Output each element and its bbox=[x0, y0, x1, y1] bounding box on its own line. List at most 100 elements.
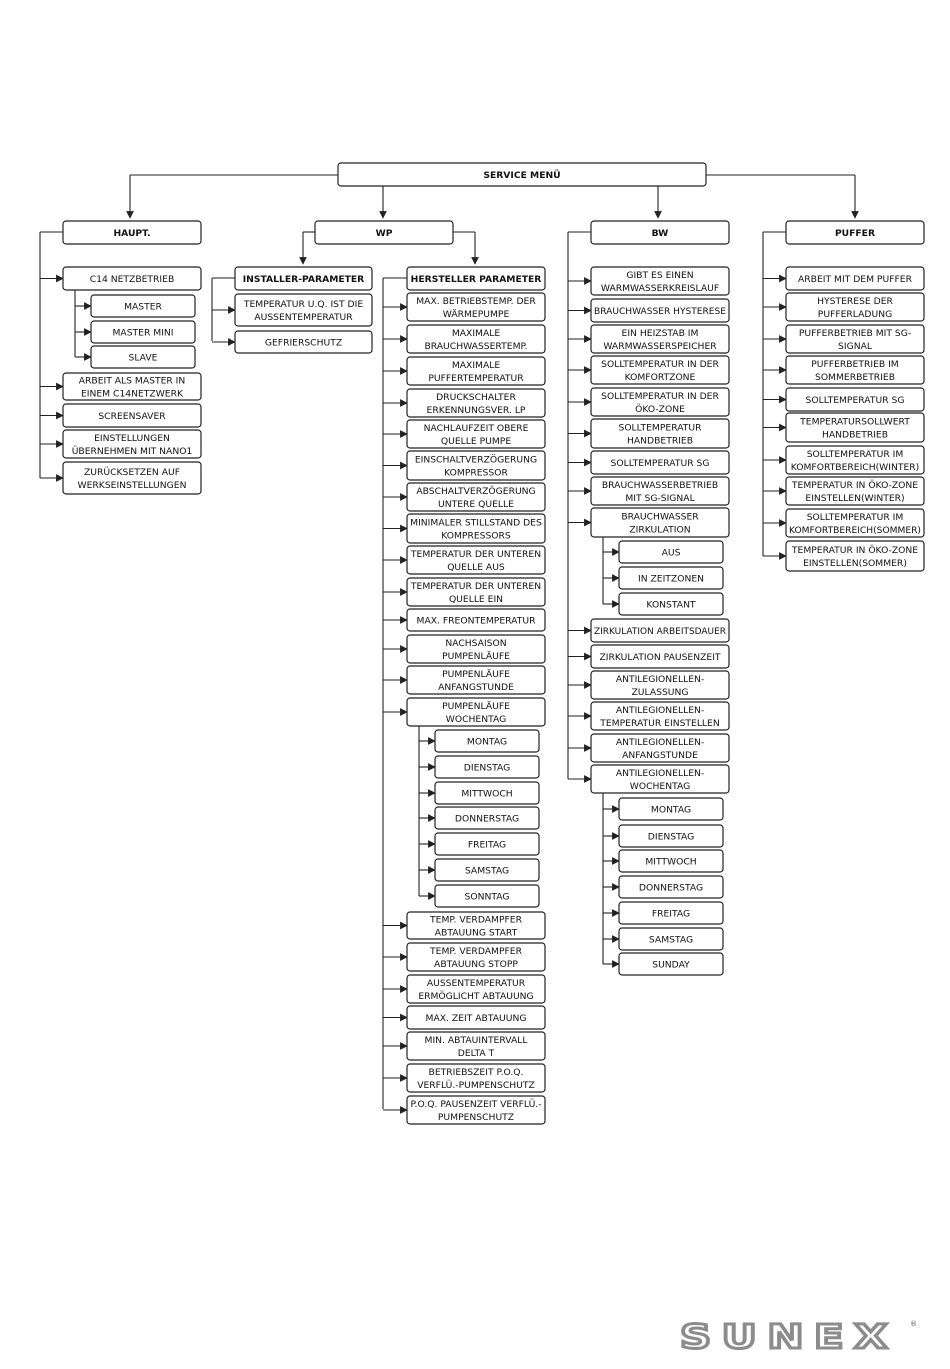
menu-label: WARMWASSERSPEICHER bbox=[603, 341, 717, 352]
menu-item-p-o-q-pausenzeit-verflue-pumpenschutz[interactable]: P.O.Q. PAUSENZEIT VERFLÜ.-PUMPENSCHUTZ bbox=[406, 1095, 546, 1125]
menu-box bbox=[434, 729, 540, 753]
sub-item-montag[interactable]: MONTAG bbox=[434, 729, 540, 753]
menu-label: WÄRMEPUMPE bbox=[443, 309, 510, 320]
menu-label: BRAUCHWASSER HYSTERESE bbox=[594, 306, 726, 317]
menu-item-max-freontemperatur[interactable]: MAX. FREONTEMPERATUR bbox=[406, 608, 546, 632]
menu-label: KOMFORTZONE bbox=[625, 372, 696, 383]
menu-label: MAX. ZEIT ABTAUUNG bbox=[426, 1013, 527, 1024]
menu-label: GIBT ES EINEN bbox=[626, 270, 693, 281]
menu-item-antilegionellen-anfangstunde[interactable]: ANTILEGIONELLEN-ANFANGSTUNDE bbox=[590, 733, 730, 763]
column-bw[interactable]: BW bbox=[590, 220, 730, 245]
menu-item-solltemperatur-sg[interactable]: SOLLTEMPERATUR SG bbox=[590, 450, 730, 475]
menu-box bbox=[406, 419, 546, 449]
menu-item-max-zeit-abtauung[interactable]: MAX. ZEIT ABTAUUNG bbox=[406, 1005, 546, 1030]
sub-item-mittwoch[interactable]: MITTWOCH bbox=[434, 781, 540, 805]
sub-item-sunday[interactable]: SUNDAY bbox=[618, 952, 724, 976]
menu-item-brauchwasser-hysterese[interactable]: BRAUCHWASSER HYSTERESE bbox=[590, 298, 730, 323]
column-wp[interactable]: WP bbox=[314, 220, 454, 245]
menu-item-betriebszeit-p-o-q-verflue-pumpenschutz[interactable]: BETRIEBSZEIT P.O.Q.VERFLÜ.-PUMPENSCHUTZ bbox=[406, 1063, 546, 1093]
menu-label: SOLLTEMPERATUR SG bbox=[806, 395, 905, 406]
menu-item-c14-netzbetrieb[interactable]: C14 NETZBETRIEB bbox=[62, 266, 202, 291]
root-service-menue[interactable]: SERVICE MENÜ bbox=[337, 162, 707, 187]
group-hersteller-parameter[interactable]: HERSTELLER PARAMETER bbox=[406, 266, 546, 291]
menu-box bbox=[590, 220, 730, 245]
column-puffer[interactable]: PUFFER bbox=[785, 220, 925, 245]
menu-box bbox=[90, 345, 196, 369]
group-installer-parameter[interactable]: INSTALLER-PARAMETER bbox=[234, 266, 373, 291]
sub-item-master-mini[interactable]: MASTER MINI bbox=[90, 320, 196, 344]
sub-item-mittwoch[interactable]: MITTWOCH bbox=[618, 849, 724, 873]
sub-item-donnerstag[interactable]: DONNERSTAG bbox=[618, 875, 724, 899]
sub-item-freitag[interactable]: FREITAG bbox=[618, 901, 724, 925]
menu-item-solltemperatur-sg[interactable]: SOLLTEMPERATUR SG bbox=[785, 387, 925, 412]
menu-label: EIN HEIZSTAB IM bbox=[622, 328, 699, 339]
sub-item-konstant[interactable]: KONSTANT bbox=[618, 592, 724, 616]
menu-item-zirkulation-arbeitsdauer[interactable]: ZIRKULATION ARBEITSDAUER bbox=[590, 618, 730, 643]
menu-item-antilegionellen-temperatur-einstellen[interactable]: ANTILEGIONELLEN-TEMPERATUR EINSTELLEN bbox=[590, 701, 730, 731]
sub-item-montag[interactable]: MONTAG bbox=[618, 797, 724, 821]
menu-box bbox=[618, 592, 724, 616]
menu-box bbox=[785, 266, 925, 291]
menu-item-zirkulation-pausenzeit[interactable]: ZIRKULATION PAUSENZEIT bbox=[590, 644, 730, 669]
menu-item-gefrierschutz[interactable]: GEFRIERSCHUTZ bbox=[234, 330, 373, 354]
menu-item-arbeit-mit-dem-puffer[interactable]: ARBEIT MIT DEM PUFFER bbox=[785, 266, 925, 291]
sub-item-freitag[interactable]: FREITAG bbox=[434, 832, 540, 856]
sub-item-in-zeitzonen[interactable]: IN ZEITZONEN bbox=[618, 566, 724, 590]
sub-item-dienstag[interactable]: DIENSTAG bbox=[618, 824, 724, 848]
menu-label: WERKSEINSTELLUNGEN bbox=[78, 480, 187, 491]
menu-item-ein-heizstab-im-warmwasserspeicher[interactable]: EIN HEIZSTAB IM WARMWASSERSPEICHER bbox=[590, 324, 730, 354]
menu-item-pufferbetrieb-mit-sg-signal[interactable]: PUFFERBETRIEB MIT SG-SIGNAL bbox=[785, 324, 925, 354]
menu-box bbox=[590, 266, 730, 296]
sub-item-aus[interactable]: AUS bbox=[618, 540, 724, 564]
column-haupt[interactable]: HAUPT. bbox=[62, 220, 202, 245]
sub-item-dienstag[interactable]: DIENSTAG bbox=[434, 755, 540, 779]
menu-label: DIENSTAG bbox=[648, 831, 694, 842]
menu-item-antilegionellen-wochentag[interactable]: ANTILEGIONELLEN-WOCHENTAG bbox=[590, 764, 730, 794]
menu-label: EINSCHALTVERZÖGERUNG bbox=[415, 454, 537, 465]
menu-item-antilegionellen-zulassung[interactable]: ANTILEGIONELLEN-ZULASSUNG bbox=[590, 670, 730, 700]
menu-box bbox=[406, 356, 546, 386]
menu-label: ARBEIT ALS MASTER IN bbox=[79, 375, 186, 386]
sub-item-slave[interactable]: SLAVE bbox=[90, 345, 196, 369]
sub-item-master[interactable]: MASTER bbox=[90, 294, 196, 318]
sub-item-donnerstag[interactable]: DONNERSTAG bbox=[434, 806, 540, 830]
sub-item-samstag[interactable]: SAMSTAG bbox=[434, 858, 540, 882]
menu-item-screensaver[interactable]: SCREENSAVER bbox=[62, 403, 202, 428]
sub-item-sonntag[interactable]: SONNTAG bbox=[434, 884, 540, 908]
sub-item-samstag[interactable]: SAMSTAG bbox=[618, 927, 724, 951]
